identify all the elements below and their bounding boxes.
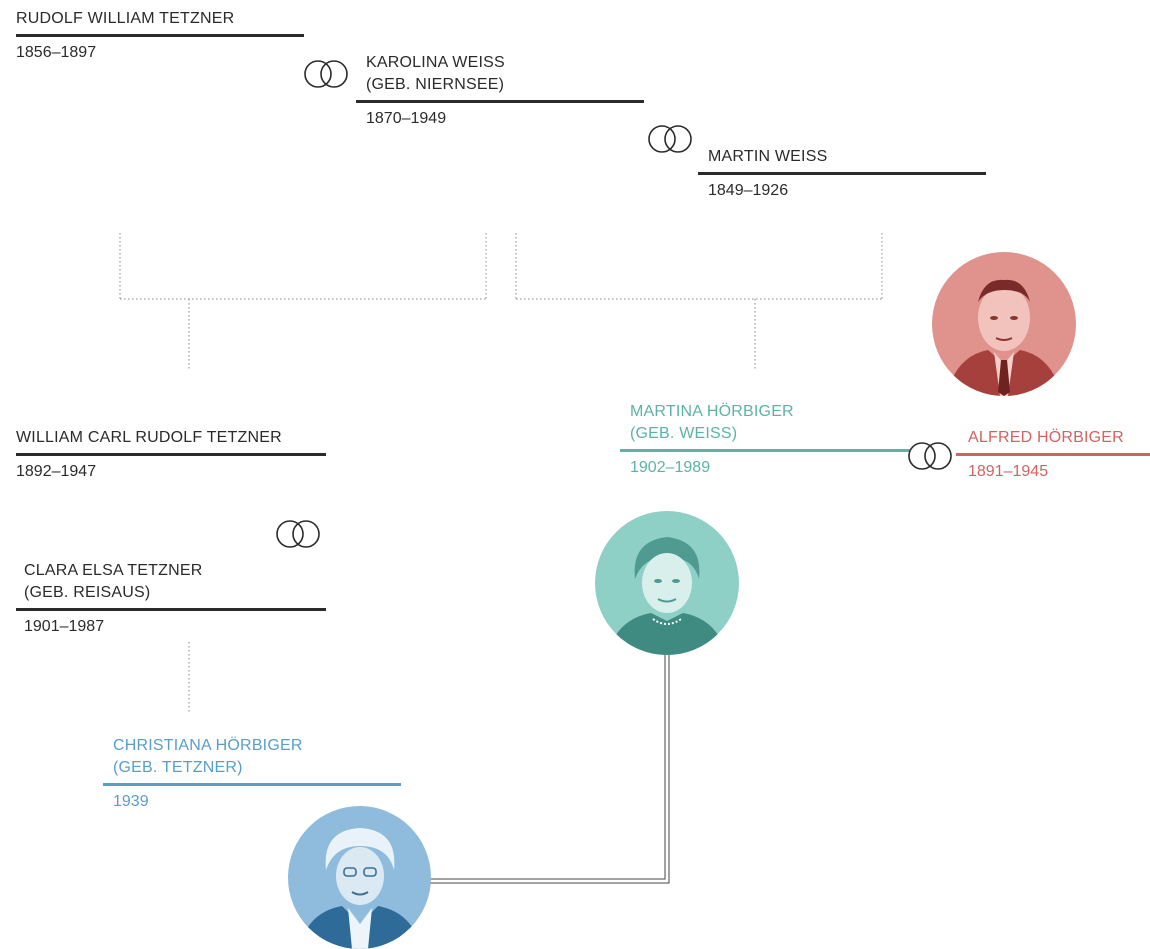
person-name: MARTINA HÖRBIGER (GEB. WEISS) (630, 403, 794, 442)
person-name: CHRISTIANA HÖRBIGER (GEB. TETZNER) (113, 737, 303, 776)
double-connector (430, 655, 670, 884)
person-karolina: KAROLINA WEISS (GEB. NIERNSEE) 1870–1949 (356, 52, 644, 129)
person-bar (16, 34, 304, 37)
person-bar (620, 449, 910, 452)
person-bar (103, 783, 401, 786)
person-years: 1856–1897 (16, 44, 97, 61)
person-name: WILLIAM CARL RUDOLF TETZNER (16, 429, 282, 446)
person-years: 1901–1987 (24, 618, 105, 635)
person-alfred: ALFRED HÖRBIGER 1891–1945 (956, 427, 1150, 482)
person-clara: CLARA ELSA TETZNER (GEB. REISAUS) 1901–1… (16, 560, 326, 637)
person-name: CLARA ELSA TETZNER (GEB. REISAUS) (24, 562, 203, 601)
marriage-rings-icon (272, 518, 328, 550)
person-years: 1939 (113, 793, 149, 810)
alfred-portrait (932, 252, 1076, 396)
person-years: 1891–1945 (968, 463, 1049, 480)
marriage-rings-icon (904, 440, 960, 472)
person-years: 1902–1989 (630, 459, 711, 476)
person-years: 1849–1926 (708, 182, 789, 199)
martina-portrait (595, 511, 739, 655)
person-years: 1892–1947 (16, 463, 97, 480)
person-rudolf: RUDOLF WILLIAM TETZNER 1856–1897 (16, 8, 304, 63)
person-bar (356, 100, 644, 103)
person-bar (956, 453, 1150, 456)
marriage-rings-icon (644, 123, 700, 155)
person-christiana: CHRISTIANA HÖRBIGER (GEB. TETZNER) 1939 (103, 735, 401, 812)
person-martin: MARTIN WEISS 1849–1926 (698, 146, 986, 201)
person-name: MARTIN WEISS (708, 148, 828, 165)
person-name: ALFRED HÖRBIGER (968, 429, 1124, 446)
person-name: RUDOLF WILLIAM TETZNER (16, 10, 235, 27)
marriage-rings-icon (300, 58, 356, 90)
person-bar (16, 608, 326, 611)
christiana-portrait (288, 806, 431, 949)
person-bar (698, 172, 986, 175)
person-martina: MARTINA HÖRBIGER (GEB. WEISS) 1902–1989 (620, 401, 910, 478)
person-bar (16, 453, 326, 456)
person-william: WILLIAM CARL RUDOLF TETZNER 1892–1947 (16, 427, 326, 482)
person-name: KAROLINA WEISS (GEB. NIERNSEE) (366, 54, 505, 93)
person-years: 1870–1949 (366, 110, 447, 127)
